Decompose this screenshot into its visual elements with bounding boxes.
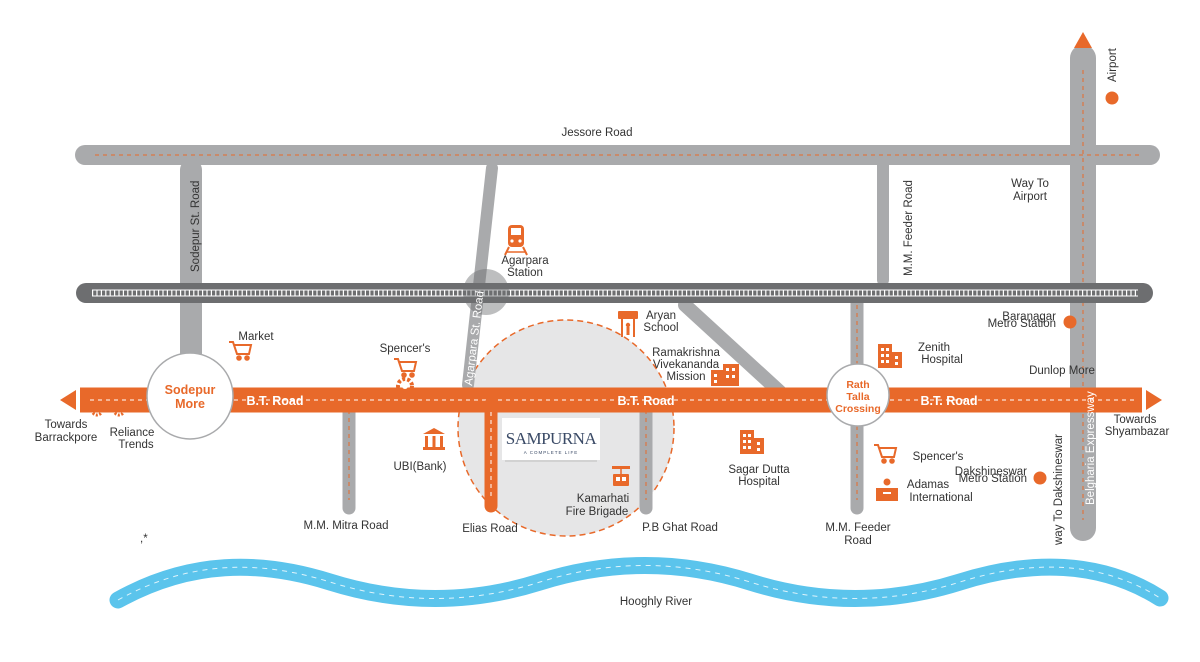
arrow-right-icon bbox=[1146, 390, 1162, 410]
mm-feeder-road-bottom-label-1: M.M. Feeder bbox=[825, 522, 890, 534]
baranagar-metro-label-1: Baranagar bbox=[1002, 311, 1056, 323]
bt-road-label-left: B.T. Road bbox=[247, 394, 304, 408]
reliance-trends-label-2: Trends bbox=[118, 439, 154, 451]
logo-name: SAMPURNA bbox=[506, 429, 598, 448]
shopping-cart-icon bbox=[229, 341, 253, 361]
aryan-school-label-2: School bbox=[643, 322, 678, 334]
spencers-left-label: Spencer's bbox=[380, 343, 431, 355]
arrow-left-icon bbox=[60, 390, 76, 410]
mm-feeder-road-bottom-label-2: Road bbox=[844, 535, 872, 547]
stray-mark: ,* bbox=[140, 533, 148, 545]
way-to-airport-label-2: Airport bbox=[1013, 191, 1048, 203]
market-label: Market bbox=[238, 331, 274, 343]
kamarhati-fire-label-1: Kamarhati bbox=[577, 493, 629, 505]
rkm-label-2: Vivekananda bbox=[653, 359, 720, 371]
towards-shyambazar-label-1: Towards bbox=[1114, 414, 1157, 426]
elias-road-label: Elias Road bbox=[462, 523, 518, 535]
hooghly-river-label: Hooghly River bbox=[620, 596, 692, 608]
ubi-bank-label: UBI(Bank) bbox=[393, 461, 446, 473]
way-to-dakshineswar-label: way To Dakshineswar bbox=[1053, 434, 1065, 546]
building-icon bbox=[711, 364, 739, 386]
zenith-hospital-label-2: Hospital bbox=[921, 354, 963, 366]
sodepur-more-circle[interactable] bbox=[146, 352, 234, 440]
school-sign-icon bbox=[618, 311, 638, 337]
dakshineswar-location-dot-icon bbox=[1033, 471, 1047, 485]
rail-crossing-marker bbox=[463, 269, 509, 315]
aryan-school-label-1: Aryan bbox=[646, 310, 676, 322]
gear-icon bbox=[90, 403, 104, 417]
reception-desk-icon bbox=[876, 478, 898, 501]
hospital-building-icon bbox=[740, 430, 764, 454]
way-to-airport-label-1: Way To bbox=[1011, 178, 1049, 190]
airport-label: Airport bbox=[1107, 47, 1119, 82]
pb-ghat-road-label: P.B Ghat Road bbox=[642, 522, 718, 534]
airport-location-dot-icon bbox=[1105, 91, 1119, 105]
bt-road bbox=[60, 387, 1162, 513]
kamarhati-fire-label-2: Fire Brigade bbox=[566, 506, 629, 518]
shopping-cart-icon bbox=[874, 444, 898, 464]
towards-barrackpore-label-2: Barrackpore bbox=[35, 432, 98, 444]
rkm-label-3: Mission bbox=[667, 371, 706, 383]
baranagar-location-dot-icon bbox=[1063, 315, 1077, 329]
rath-talla-label-2: Talla bbox=[846, 391, 869, 403]
baranagar-metro-label-2: Metro Station bbox=[988, 318, 1056, 330]
spencers-right-label: Spencer's bbox=[913, 451, 964, 463]
gear-icon bbox=[396, 377, 414, 395]
sodepur-more-label-1: Sodepur bbox=[165, 383, 216, 397]
sodepur-more-label-2: More bbox=[175, 397, 205, 411]
jessore-road-label: Jessore Road bbox=[562, 127, 633, 139]
rath-talla-label-1: Rath bbox=[846, 379, 869, 391]
gear-icon bbox=[112, 403, 126, 417]
mm-feeder-road-top-label: M.M. Feeder Road bbox=[903, 180, 915, 276]
adamas-label-1: Adamas bbox=[907, 479, 949, 491]
towards-shyambazar-label-2: Shyambazar bbox=[1105, 426, 1170, 438]
adamas-label-2: International bbox=[909, 492, 972, 504]
bt-road-label-right: B.T. Road bbox=[921, 394, 978, 408]
train-icon bbox=[504, 225, 528, 256]
zenith-hospital-label-1: Zenith bbox=[918, 342, 950, 354]
fire-brigade-icon bbox=[612, 466, 630, 486]
sagar-dutta-label-2: Hospital bbox=[738, 476, 780, 488]
rath-talla-circle[interactable] bbox=[826, 363, 890, 427]
reliance-trends-label-1: Reliance bbox=[110, 427, 155, 439]
hospital-building-icon bbox=[878, 344, 902, 368]
railway-line bbox=[76, 283, 1153, 303]
mm-mitra-road-label: M.M. Mitra Road bbox=[304, 520, 389, 532]
agarpara-station-label-1: Agarpara bbox=[501, 255, 549, 267]
dakshineswar-metro-label-2: Metro Station bbox=[959, 473, 1027, 485]
rath-talla-label-3: Crossing bbox=[835, 403, 881, 415]
agarpara-station-label-2: Station bbox=[507, 267, 543, 279]
dunlop-more-label: Dunlop More bbox=[1029, 365, 1095, 377]
bt-road-label-center: B.T. Road bbox=[618, 394, 675, 408]
dakshineswar-metro-label-1: Dakshineswar bbox=[955, 466, 1027, 478]
towards-barrackpore-label-1: Towards bbox=[45, 419, 88, 431]
belgharia-expressway-label: Belgharia Expressway bbox=[1085, 391, 1097, 505]
sagar-dutta-label-1: Sagar Dutta bbox=[728, 464, 790, 476]
rkm-label-1: Ramakrishna bbox=[652, 347, 720, 359]
airport-arrow-icon bbox=[1074, 32, 1092, 48]
hooghly-river bbox=[109, 557, 1169, 609]
bank-icon bbox=[423, 428, 445, 450]
sodepur-st-road-label: Sodepur St. Road bbox=[190, 181, 202, 272]
shopping-cart-icon bbox=[394, 358, 418, 378]
logo-tagline: A COMPLETE LIFE bbox=[524, 450, 579, 455]
sampurna-logo[interactable]: SAMPURNA A COMPLETE LIFE bbox=[502, 418, 600, 462]
